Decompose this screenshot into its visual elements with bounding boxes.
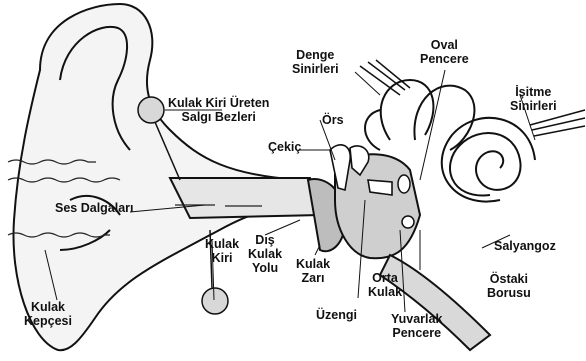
ear-canal <box>170 178 320 218</box>
cochlea <box>442 118 535 202</box>
semicircular-canals <box>365 80 474 150</box>
label-cekic: Çekiç <box>268 140 301 154</box>
label-ors: Örs <box>322 113 344 127</box>
oval-window <box>398 175 410 193</box>
label-salyangoz: Salyangoz <box>494 239 556 253</box>
label-ses-dalgalari: Ses Dalgaları <box>55 201 134 215</box>
auditory-nerves <box>530 110 585 136</box>
label-uzengi: Üzengi <box>316 308 357 322</box>
balance-nerves <box>360 60 410 95</box>
round-window <box>402 216 414 228</box>
